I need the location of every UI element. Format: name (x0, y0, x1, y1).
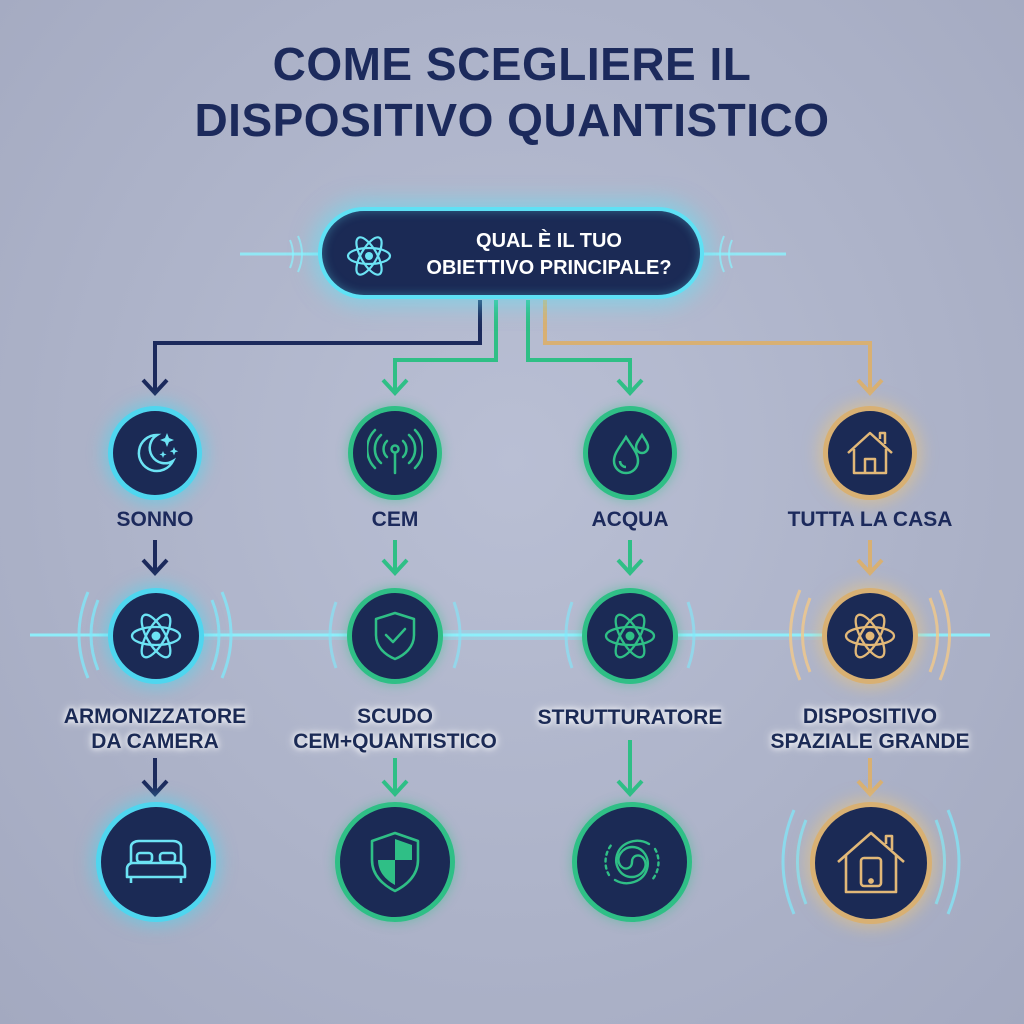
vibration-arcs-cem (328, 601, 462, 669)
atom-icon (841, 607, 899, 665)
device-label-acqua-line-1: STRUTTURATORE (537, 706, 723, 729)
title-line-2: DISPOSITIVO QUANTISTICO (194, 94, 830, 146)
arrow-acqua-device (616, 540, 644, 576)
goal-node-cem[interactable] (348, 406, 442, 500)
bed-icon (119, 825, 193, 899)
atom-icon (601, 607, 659, 665)
goal-node-sonno[interactable] (108, 406, 202, 500)
wave-right (719, 235, 733, 273)
connector-sonno (153, 300, 482, 392)
connector-casa (543, 300, 872, 392)
device-label-cem: SCUDO CEM+QUANTISTICO (275, 704, 515, 754)
moon-stars-icon (127, 425, 183, 481)
goal-label-sonno: SONNO (116, 508, 194, 531)
water-drops-icon (602, 425, 658, 481)
device-label-casa: DISPOSITIVO SPAZIALE GRANDE (750, 704, 990, 754)
arrow-cem-device (381, 540, 409, 576)
arrow-casa-device (856, 540, 884, 576)
connector-cem (393, 300, 498, 392)
device-label-casa-line-1: DISPOSITIVO (802, 705, 938, 728)
arrow-sonno-device (141, 540, 169, 576)
wave-left (289, 235, 303, 273)
house-icon (842, 425, 898, 481)
atom-icon (344, 231, 394, 281)
goal-label-acqua: ACQUA (591, 508, 669, 531)
goal-label-casa: TUTTA LA CASA (787, 508, 953, 531)
goal-node-acqua[interactable] (583, 406, 677, 500)
vibration-arcs-acqua (564, 601, 696, 669)
arrow-sonno-result (141, 758, 169, 797)
device-label-acqua: STRUTTURATORE (510, 705, 750, 730)
device-node-casa[interactable] (822, 588, 918, 684)
device-label-casa-line-2: SPAZIALE GRANDE (770, 730, 970, 753)
result-node-cem[interactable] (335, 802, 455, 922)
device-label-sonno-line-1: ARMONIZZATORE (63, 705, 247, 728)
arrow-cem-result (381, 758, 409, 797)
device-node-cem[interactable] (347, 588, 443, 684)
shield-icon (360, 827, 430, 897)
arrow-cem (381, 378, 409, 396)
house-device-icon (832, 824, 910, 902)
vibration-arcs-casa (789, 589, 951, 681)
device-label-cem-line-1: SCUDO (357, 705, 433, 728)
vortex-icon (595, 825, 669, 899)
shield-check-icon (366, 607, 424, 665)
connector-acqua (526, 300, 632, 392)
device-label-sonno-line-2: DA CAMERA (91, 730, 219, 753)
result-node-sonno[interactable] (96, 802, 216, 922)
antenna-signal-icon (367, 425, 423, 481)
vibration-arcs-result-casa (781, 809, 961, 915)
arrow-casa-result (856, 758, 884, 797)
question-line-1: QUAL È IL TUO (476, 230, 622, 252)
page-title: COME SCEGLIERE IL DISPOSITIVO QUANTISTIC… (0, 36, 1024, 148)
device-node-acqua[interactable] (582, 588, 678, 684)
question-box: QUAL È IL TUO OBIETTIVO PRINCIPALE? (318, 207, 704, 299)
result-node-acqua[interactable] (572, 802, 692, 922)
vibration-arcs-sonno (77, 591, 233, 679)
device-label-sonno: ARMONIZZATORE DA CAMERA (35, 704, 275, 754)
arrow-acqua-result (616, 740, 644, 797)
device-node-sonno[interactable] (108, 588, 204, 684)
question-line-2: OBIETTIVO PRINCIPALE? (426, 257, 672, 279)
device-label-cem-line-2: CEM+QUANTISTICO (293, 730, 497, 753)
arrow-casa (856, 378, 884, 396)
goal-label-cem: CEM (371, 508, 419, 531)
title-line-1: COME SCEGLIERE IL (272, 38, 752, 90)
goal-node-casa[interactable] (823, 406, 917, 500)
atom-icon (127, 607, 185, 665)
result-node-casa[interactable] (810, 802, 932, 924)
question-text: QUAL È IL TUO OBIETTIVO PRINCIPALE? (404, 228, 694, 282)
arrow-acqua (616, 378, 644, 396)
arrow-sonno (141, 378, 169, 396)
